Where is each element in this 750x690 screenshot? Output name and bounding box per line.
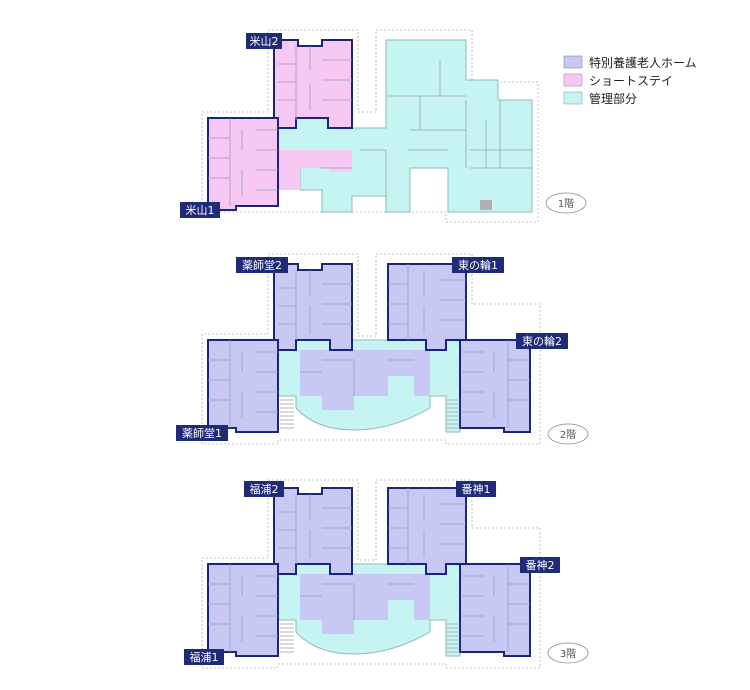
floor-3-tag-top-right: 番神1 bbox=[456, 481, 496, 497]
floor-2-tag-bottom-left: 薬師堂1 bbox=[176, 425, 228, 441]
legend: 特別養護老人ホーム ショートステイ 管理部分 bbox=[563, 55, 697, 106]
floor-1-plan: 米山2 米山1 1階 bbox=[180, 29, 587, 223]
legend-label-special-nursing-home: 特別養護老人ホーム bbox=[589, 55, 697, 70]
floor-1-service-block bbox=[480, 200, 492, 210]
svg-text:東の輪1: 東の輪1 bbox=[458, 258, 498, 272]
floor-2-unit-bottom-right bbox=[459, 339, 531, 433]
floor-1-shortstay-top bbox=[273, 39, 353, 129]
floor-1-shortstay-bottom bbox=[207, 117, 279, 211]
legend-swatch-admin bbox=[563, 91, 583, 105]
floor-3-unit-top-left bbox=[273, 487, 353, 575]
svg-text:1階: 1階 bbox=[558, 198, 574, 210]
svg-text:番神1: 番神1 bbox=[462, 482, 491, 496]
floor-1-shortstay-middle bbox=[278, 150, 352, 190]
floor-3-outline bbox=[201, 479, 541, 669]
floor-3-tag-bottom-right: 番神2 bbox=[520, 557, 560, 573]
floor-3-unit-top-right bbox=[387, 487, 467, 575]
floor-2-unit-top-right bbox=[387, 263, 467, 351]
svg-text:番神2: 番神2 bbox=[526, 558, 555, 572]
svg-text:薬師堂2: 薬師堂2 bbox=[242, 259, 282, 272]
floor-2-unit-bottom-left bbox=[207, 339, 279, 433]
svg-text:福浦1: 福浦1 bbox=[190, 650, 219, 664]
floor-2-label: 2階 bbox=[547, 423, 589, 445]
legend-label-admin: 管理部分 bbox=[589, 91, 637, 106]
floor-3-stairs bbox=[280, 623, 460, 653]
floor-2-tag-top-left: 薬師堂2 bbox=[236, 257, 288, 273]
svg-text:2階: 2階 bbox=[560, 429, 576, 441]
floor-3-label: 3階 bbox=[547, 642, 589, 664]
floor-3-central-area bbox=[300, 574, 430, 634]
floor-1-label: 1階 bbox=[545, 192, 587, 214]
floor-3-plan: 福浦2 福浦1 番神1 番神2 3階 bbox=[184, 479, 589, 669]
floor-3-rooms bbox=[208, 488, 530, 652]
floor-3-tag-top-left: 福浦2 bbox=[244, 481, 284, 497]
floor-1-outline bbox=[201, 29, 539, 223]
svg-text:米山2: 米山2 bbox=[250, 35, 279, 48]
floor-2-unit-top-left bbox=[273, 263, 353, 351]
floor-2-outline bbox=[201, 253, 541, 445]
svg-text:東の輪2: 東の輪2 bbox=[522, 334, 562, 348]
svg-text:薬師堂1: 薬師堂1 bbox=[182, 427, 222, 440]
floor-2-rooms bbox=[208, 264, 530, 428]
svg-text:福浦2: 福浦2 bbox=[250, 482, 279, 496]
floor-3-unit-bottom-right bbox=[459, 563, 531, 657]
svg-text:米山1: 米山1 bbox=[186, 204, 215, 217]
floor-2-tag-top-right: 東の輪1 bbox=[452, 257, 504, 273]
legend-label-short-stay: ショートステイ bbox=[589, 74, 673, 88]
floor-2-stairs bbox=[280, 399, 460, 429]
legend-swatch-short-stay bbox=[563, 73, 583, 87]
floor-1-tag-bottom-left: 米山1 bbox=[180, 202, 220, 218]
floor-2-plan: 薬師堂2 薬師堂1 東の輪1 東の輪2 2階 bbox=[176, 253, 589, 445]
legend-swatch-special-nursing-home bbox=[563, 55, 583, 69]
floor-2-central-area bbox=[300, 350, 430, 410]
floor-1-rooms bbox=[208, 46, 532, 206]
floor-2-tag-bottom-right: 東の輪2 bbox=[516, 333, 568, 349]
svg-text:3階: 3階 bbox=[560, 648, 576, 660]
floor-1-tag-top-left: 米山2 bbox=[246, 33, 282, 49]
floor-3-tag-bottom-left: 福浦1 bbox=[184, 649, 224, 665]
floor-3-unit-bottom-left bbox=[207, 563, 279, 657]
